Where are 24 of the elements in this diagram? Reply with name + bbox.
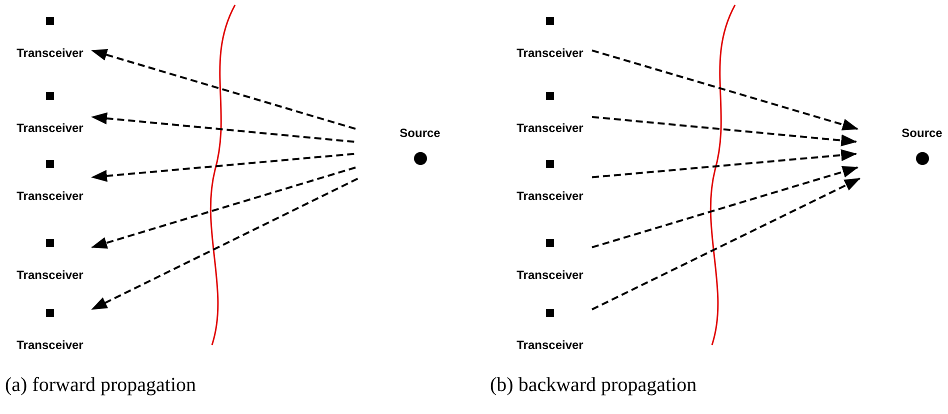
arrow — [91, 178, 358, 310]
node-label: Transceiver — [516, 122, 584, 134]
caption: (b) backward propagation — [490, 373, 697, 398]
arrow — [592, 116, 858, 146]
arrow — [91, 112, 354, 143]
arrow — [91, 166, 356, 249]
node-label: Transceiver — [16, 122, 84, 134]
node-label: Transceiver — [516, 339, 584, 351]
caption: (a) forward propagation — [5, 373, 196, 398]
node-label: Source — [902, 127, 942, 139]
arrow — [592, 178, 861, 310]
arrow — [592, 149, 858, 178]
arrow — [592, 49, 858, 130]
node-label: Transceiver — [516, 269, 584, 281]
node-label: Transceiver — [16, 47, 84, 59]
arrow — [91, 152, 354, 182]
node-label: Transceiver — [16, 269, 84, 281]
node-label: Transceiver — [16, 339, 84, 351]
arrow — [592, 166, 858, 248]
node-label: Source — [400, 127, 440, 139]
node-label: Transceiver — [16, 190, 84, 202]
node-label: Transceiver — [516, 47, 584, 59]
arrow — [91, 49, 356, 130]
node-label: Transceiver — [516, 190, 584, 202]
